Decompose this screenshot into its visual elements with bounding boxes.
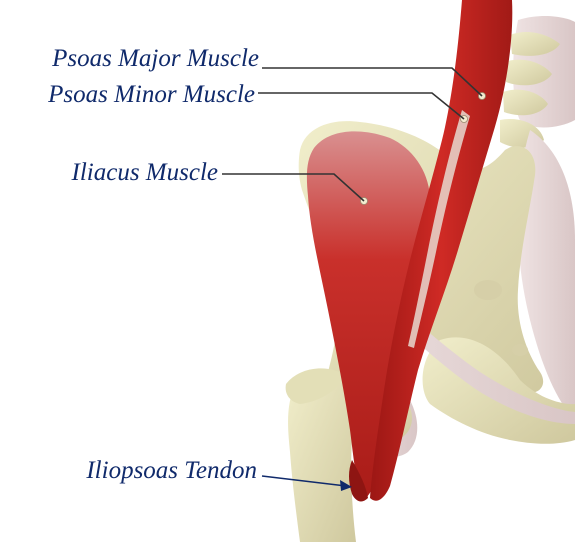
obturator-foramen bbox=[474, 280, 502, 300]
psoas-major-leader bbox=[262, 68, 482, 96]
psoas-major-label: Psoas Major Muscle bbox=[52, 46, 259, 71]
iliacus-label: Iliacus Muscle bbox=[72, 160, 218, 185]
psoas-minor-leader bbox=[258, 93, 464, 119]
psoas-minor-label: Psoas Minor Muscle bbox=[48, 82, 255, 107]
iliopsoas-tendon-label: Iliopsoas Tendon bbox=[86, 458, 257, 483]
